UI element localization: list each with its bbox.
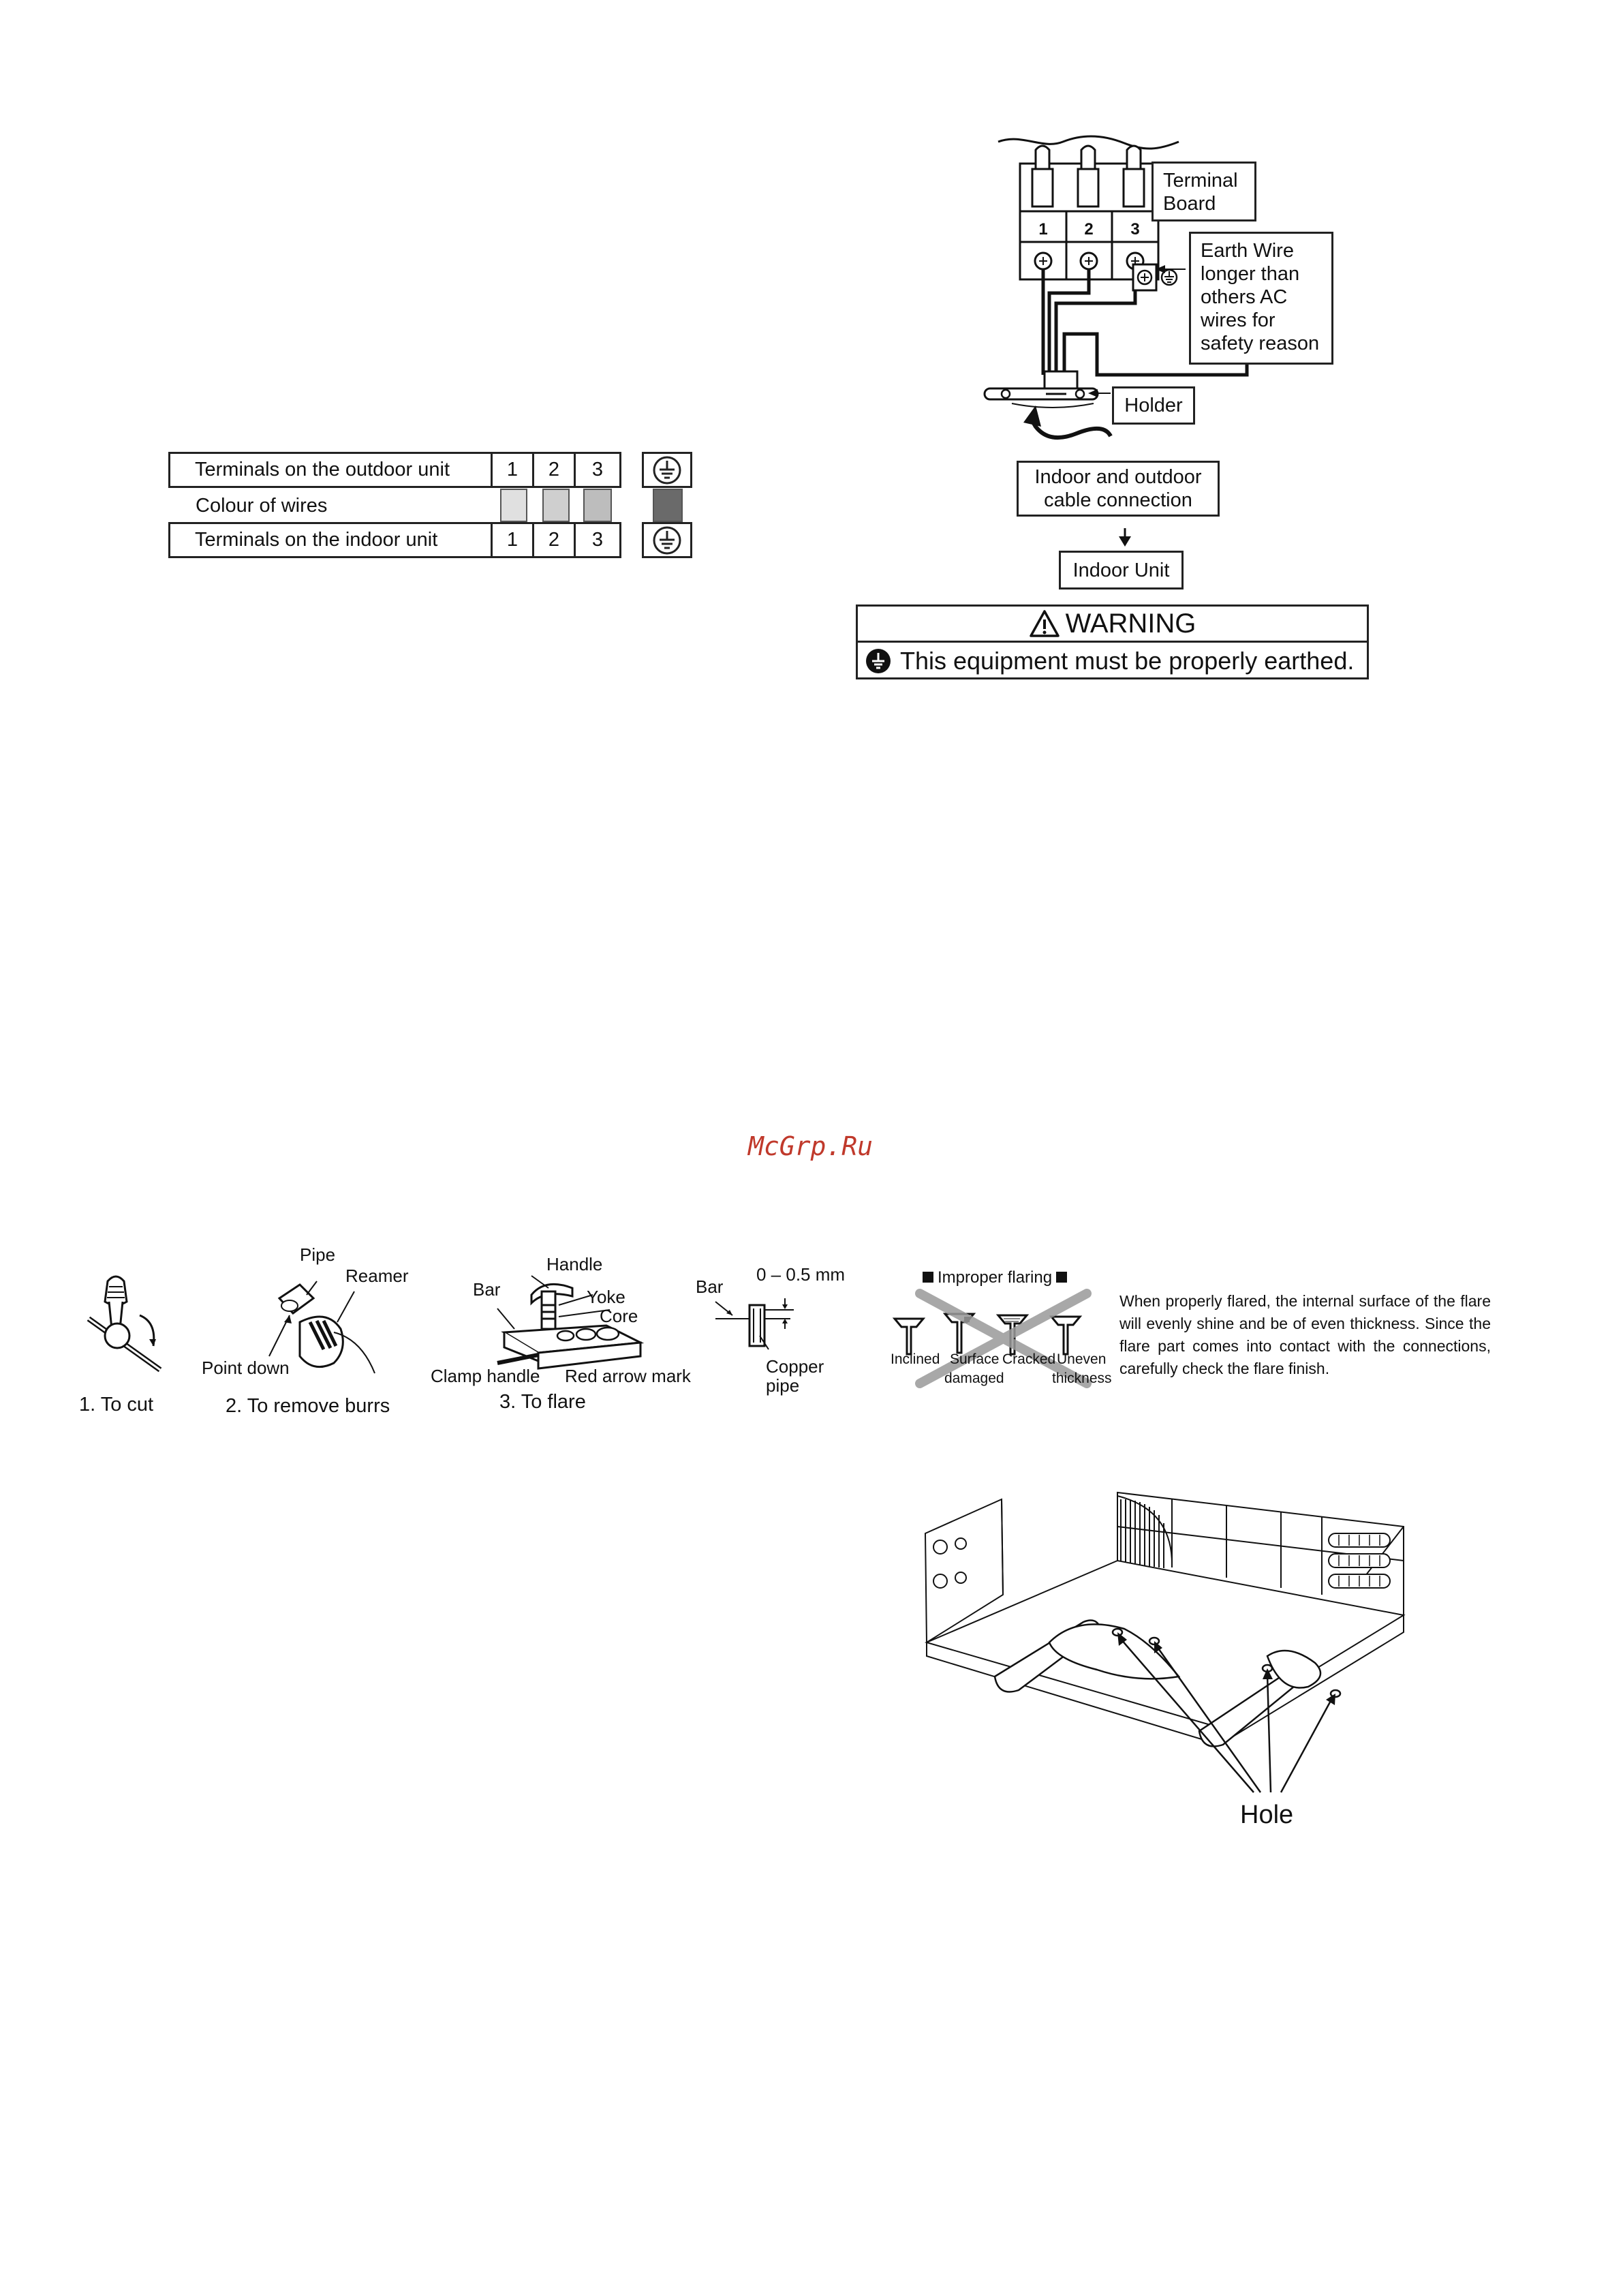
- step-1-caption: 1. To cut: [79, 1394, 154, 1415]
- flare-cracked-label: Cracked: [1002, 1351, 1056, 1367]
- outdoor-terminal-1: 1: [491, 452, 534, 488]
- outdoor-earth-terminal: [642, 452, 692, 488]
- board-terminal-2: 2: [1084, 220, 1093, 239]
- reamer-label: Reamer: [345, 1266, 409, 1286]
- board-terminal-1: 1: [1038, 220, 1047, 239]
- earth-wire-line-5: safety reason: [1201, 333, 1320, 354]
- flare-uneven-label: Uneven: [1057, 1351, 1107, 1367]
- bar-label: Bar: [473, 1279, 501, 1300]
- earth-symbol-icon: [653, 456, 681, 484]
- indoor-unit-label: Indoor Unit: [1059, 551, 1184, 590]
- square-bullet-icon: [1056, 1272, 1068, 1283]
- warning-box: WARNING This equipment must be properly …: [856, 604, 1369, 679]
- flare-thickness-label: thickness: [1052, 1371, 1112, 1386]
- warning-body: This equipment must be properly earthed.: [858, 643, 1367, 679]
- yoke-label: Yoke: [587, 1287, 625, 1307]
- outdoor-terminal-3: 3: [574, 452, 621, 488]
- earth-symbol-icon: [653, 526, 681, 554]
- outdoor-unit-base-illustration: [924, 1491, 1406, 1793]
- pipe-label: Pipe: [300, 1244, 336, 1265]
- cable-connection-label: Indoor and outdoor cable connection: [1017, 461, 1220, 517]
- wire-colour-swatch-1: [500, 489, 527, 522]
- earth-wire-line-1: Earth Wire: [1201, 240, 1294, 262]
- indoor-terminal-3: 3: [574, 522, 621, 558]
- earth-wire-line-2: longer than: [1201, 263, 1300, 285]
- flare-description: When properly flared, the internal surfa…: [1119, 1292, 1491, 1377]
- earth-mandatory-icon: [866, 649, 891, 673]
- cable-connection-line-1: Indoor and outdoor: [1034, 466, 1202, 488]
- gap-bar-label: Bar: [696, 1276, 724, 1297]
- point-down-label: Point down: [202, 1358, 290, 1378]
- wire-colour-swatch-earth: [653, 489, 683, 522]
- handle-label: Handle: [546, 1254, 603, 1274]
- reamer-illustration: [268, 1281, 375, 1374]
- warning-triangle-icon: [1029, 610, 1060, 637]
- earth-wire-note: Earth Wire longer than others AC wires f…: [1189, 232, 1333, 365]
- flare-gap-detail: [715, 1298, 794, 1350]
- improper-flaring-title: Improper flaring: [923, 1268, 1068, 1287]
- cable-connection-line-2: cable connection: [1044, 489, 1192, 511]
- wire-colour-swatch-3: [583, 489, 612, 522]
- warning-message: This equipment must be properly earthed.: [900, 647, 1355, 675]
- gap-size-label: 0 – 0.5 mm: [756, 1264, 846, 1285]
- hole-label: Hole: [1240, 1801, 1294, 1829]
- step-2-caption: 2. To remove burrs: [226, 1395, 390, 1417]
- indoor-earth-terminal: [642, 522, 692, 558]
- outdoor-terminals-label: Terminals on the outdoor unit: [168, 452, 493, 488]
- flaring-tool-illustration: [497, 1275, 645, 1370]
- holder-label: Holder: [1112, 386, 1195, 425]
- flare-damaged-label: damaged: [944, 1371, 1004, 1386]
- warning-header: WARNING: [858, 607, 1367, 643]
- clamp-handle-label: Clamp handle: [431, 1366, 540, 1386]
- indoor-terminal-2: 2: [532, 522, 576, 558]
- pipe-cutter-illustration: [87, 1275, 162, 1373]
- square-bullet-icon: [923, 1272, 933, 1283]
- watermark: McGrp.Ru: [748, 1131, 874, 1161]
- terminal-board-text: Terminal Board: [1163, 170, 1238, 215]
- wiring-diagram-overlay: [983, 166, 1216, 547]
- wire-colour-label: Colour of wires: [196, 494, 328, 517]
- indoor-terminals-label: Terminals on the indoor unit: [168, 522, 493, 558]
- improper-flaring-title-text: Improper flaring: [938, 1268, 1053, 1287]
- core-label: Core: [600, 1306, 638, 1326]
- earth-wire-line-3: others AC: [1201, 286, 1288, 308]
- step-3-caption: 3. To flare: [499, 1391, 586, 1413]
- board-terminal-3: 3: [1130, 220, 1139, 239]
- wire-colour-swatch-2: [542, 489, 570, 522]
- flare-surface-label: Surface: [950, 1351, 1000, 1367]
- copper-pipe-label-1: Copper: [766, 1356, 824, 1377]
- outdoor-terminal-2: 2: [532, 452, 576, 488]
- red-arrow-mark-label: Red arrow mark: [565, 1366, 691, 1386]
- copper-pipe-label-2: pipe: [766, 1375, 800, 1396]
- indoor-terminal-1: 1: [491, 522, 534, 558]
- warning-title: WARNING: [1065, 608, 1196, 639]
- improper-flare-shapes: [892, 1289, 1092, 1388]
- earth-wire-line-4: wires for: [1201, 309, 1276, 331]
- earth-terminal-icon: [1132, 263, 1178, 292]
- terminal-board-label: Terminal Board: [1151, 162, 1256, 221]
- flare-inclined-label: Inclined: [891, 1351, 940, 1367]
- terminal-connectors: [1031, 144, 1145, 208]
